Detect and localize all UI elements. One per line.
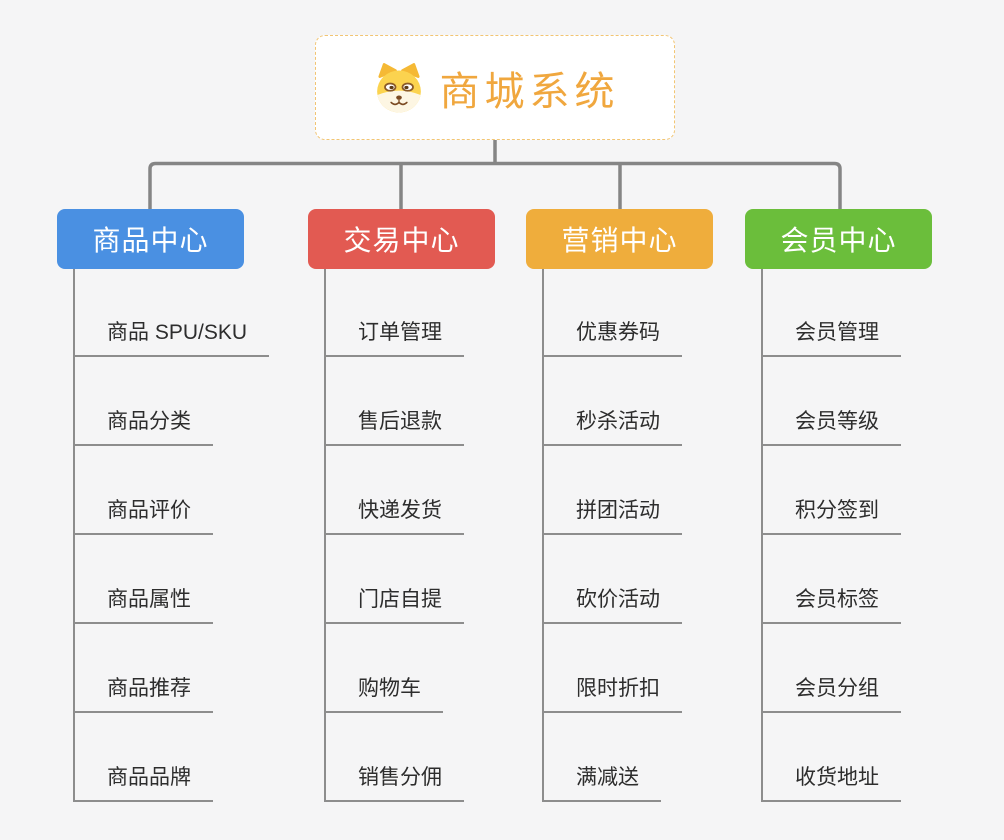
leaf-topic[interactable]: 商品分类 [73,409,213,446]
leaf-topic[interactable]: 积分签到 [761,498,901,535]
leaf-topic[interactable]: 会员分组 [761,676,901,713]
leaf-topic[interactable]: 商品推荐 [73,676,213,713]
leaf-topic[interactable]: 会员等级 [761,409,901,446]
leaf-topic[interactable]: 购物车 [324,676,443,713]
leaf-topic[interactable]: 拼团活动 [542,498,682,535]
branch-node-trade-center[interactable]: 交易中心 [308,209,495,269]
root-title: 商城系统 [439,69,620,114]
leaf-topic[interactable]: 秒杀活动 [542,409,682,446]
leaf-topic[interactable]: 商品 SPU/SKU [73,320,270,357]
leaf-topic[interactable]: 砍价活动 [542,587,682,624]
dog-face-icon [376,62,421,112]
leaf-topic[interactable]: 商品品牌 [73,765,213,802]
leaf-topic[interactable]: 优惠券码 [542,320,682,357]
leaf-topic[interactable]: 商品评价 [73,498,213,535]
trunk-line [73,269,75,802]
branch-node-marketing-center[interactable]: 营销中心 [526,209,713,269]
leaf-topic[interactable]: 销售分佣 [324,765,464,802]
leaf-topic[interactable]: 门店自提 [324,587,464,624]
leaf-topic[interactable]: 快递发货 [324,498,464,535]
branch-node-member-center[interactable]: 会员中心 [745,209,932,269]
leaf-topic[interactable]: 限时折扣 [542,676,682,713]
leaf-topic[interactable]: 满减送 [542,765,661,802]
branch-node-product-center[interactable]: 商品中心 [57,209,244,269]
branch-label: 交易中心 [343,225,460,256]
leaf-topic[interactable]: 会员管理 [761,320,901,357]
trunk-line [542,269,544,802]
leaf-topic[interactable]: 售后退款 [324,409,464,446]
leaf-topic[interactable]: 订单管理 [324,320,464,357]
branch-label: 会员中心 [780,225,897,256]
leaf-topic[interactable]: 商品属性 [73,587,213,624]
trunk-line [761,269,763,802]
branch-label: 商品中心 [92,225,209,256]
root-node[interactable]: 商城系统 [315,35,675,140]
leaf-topic[interactable]: 会员标签 [761,587,901,624]
trunk-line [324,269,326,802]
leaf-topic[interactable]: 收货地址 [761,765,901,802]
branch-label: 营销中心 [561,225,678,256]
